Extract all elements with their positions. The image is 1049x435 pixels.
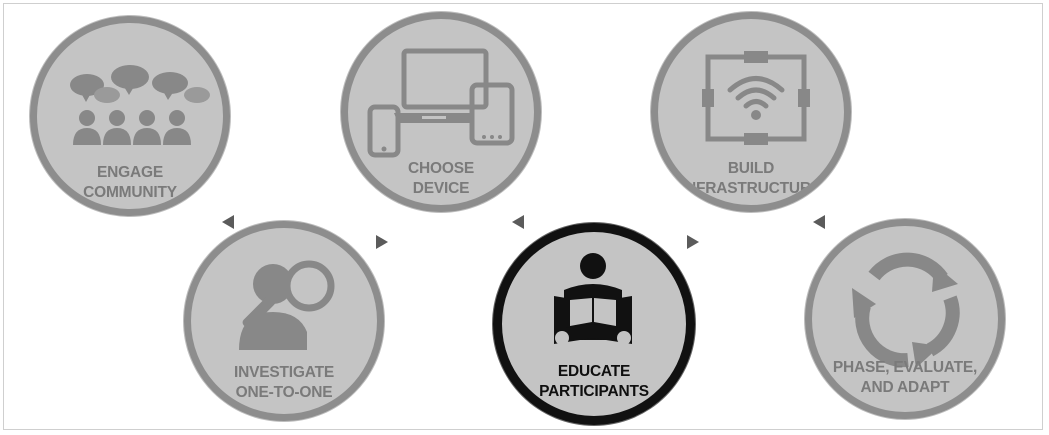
step-label-line2: INFRASTRUCTURE	[680, 180, 822, 197]
step-label: BUILD INFRASTRUCTURE	[658, 159, 844, 199]
step-label-line1: BUILD	[727, 160, 775, 177]
community-speech-bubbles-icon	[70, 65, 210, 145]
step-label-line1: ENGAGE	[97, 164, 163, 181]
connector-pointer	[813, 215, 825, 229]
step-investigate-one-to-one: INVESTIGATE ONE-TO-ONE	[184, 221, 384, 421]
step-phase-evaluate-adapt: PHASE, EVALUATE, AND ADAPT	[805, 219, 1005, 419]
step-label-line1: CHOOSE	[408, 160, 474, 177]
step-label: EDUCATE PARTICIPANTS	[502, 362, 686, 402]
step-label: INVESTIGATE ONE-TO-ONE	[191, 363, 377, 403]
devices-icon	[367, 48, 515, 158]
connector-pointer	[222, 215, 234, 229]
step-label-line1: EDUCATE	[557, 363, 631, 380]
step-label-line2: ONE-TO-ONE	[235, 384, 333, 401]
step-label-line2: COMMUNITY	[83, 184, 177, 201]
step-label-line2: PARTICIPANTS	[539, 383, 649, 400]
diagram-frame: ENGAGE COMMUNITY CHOOSE DEVICE	[3, 3, 1043, 430]
step-engage-community: ENGAGE COMMUNITY	[30, 16, 230, 216]
step-build-infrastructure: BUILD INFRASTRUCTURE	[651, 12, 851, 212]
connector-pointer	[376, 235, 388, 249]
step-label-line2: AND ADAPT	[860, 379, 950, 396]
step-label: CHOOSE DEVICE	[348, 159, 534, 199]
wifi-network-icon	[702, 51, 810, 145]
step-label-line1: INVESTIGATE	[234, 364, 334, 381]
connector-pointer	[512, 215, 524, 229]
cycle-arrows-icon	[852, 252, 960, 368]
step-label: PHASE, EVALUATE, AND ADAPT	[812, 358, 998, 398]
step-label-line1: PHASE, EVALUATE,	[832, 359, 978, 376]
step-choose-device: CHOOSE DEVICE	[341, 12, 541, 212]
step-label-line2: DEVICE	[412, 180, 470, 197]
connector-pointer	[687, 235, 699, 249]
step-educate-participants: EDUCATE PARTICIPANTS	[493, 223, 695, 425]
magnifying-glass-person-icon	[239, 260, 335, 350]
step-label: ENGAGE COMMUNITY	[37, 163, 223, 203]
reader-book-icon	[554, 253, 632, 345]
